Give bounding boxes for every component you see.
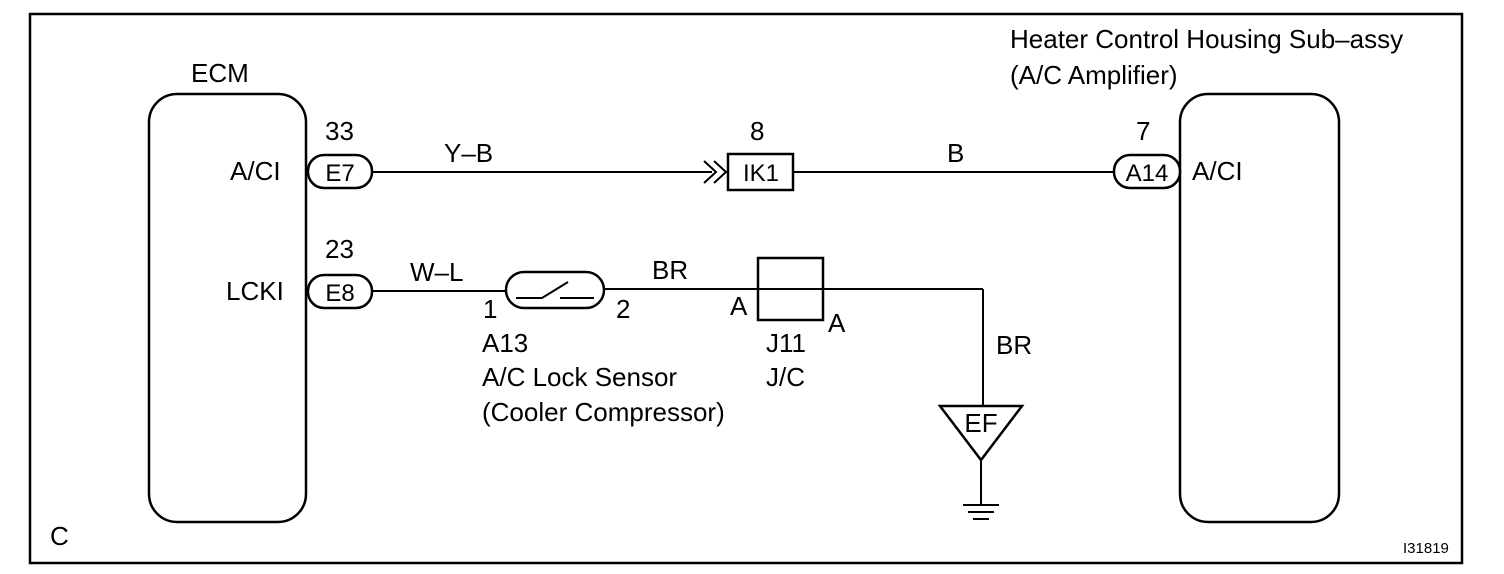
lock-sensor-sub-name: (Cooler Compressor) <box>482 397 725 427</box>
lock-sensor-code: A13 <box>482 328 528 358</box>
junction-pin-a-right: A <box>828 308 846 338</box>
junction-code: J11 <box>766 328 806 358</box>
wire-b-label: B <box>947 138 964 168</box>
connector-ik1-label: IK1 <box>743 160 779 187</box>
wire-y-b-label: Y–B <box>444 138 493 168</box>
amplifier-box <box>1178 92 1341 524</box>
amplifier-title-line1: Heater Control Housing Sub–assy <box>1010 24 1403 54</box>
diagram-frame <box>28 12 1464 565</box>
wire-br-ground-label: BR <box>996 330 1032 360</box>
ecm-title: ECM <box>191 58 249 88</box>
amplifier-pin-number: 7 <box>1136 116 1150 146</box>
junction-j11 <box>756 256 825 322</box>
connector-e8-label: E8 <box>325 280 354 307</box>
ik1-arrow-inner <box>713 160 728 184</box>
wire-w-l-label: W–L <box>410 257 463 287</box>
amplifier-pin-a-ci-label: A/CI <box>1192 156 1243 186</box>
lock-sensor-pin-2: 2 <box>616 294 630 324</box>
lock-sensor-name: A/C Lock Sensor <box>482 362 677 392</box>
connector-a14-label: A14 <box>1126 160 1169 187</box>
junction-type: J/C <box>766 362 805 392</box>
ik1-arrow-outer <box>703 160 718 184</box>
lock-sensor-pin-1: 1 <box>483 294 497 324</box>
lock-sensor-switch-blade <box>541 281 569 299</box>
connector-a14 <box>1112 153 1182 190</box>
ecm-pin-23-number: 23 <box>325 234 354 264</box>
junction-pin-a-left: A <box>730 291 748 321</box>
ecm-pin-a-ci-label: A/CI <box>230 156 281 186</box>
amplifier-title-line2: (A/C Amplifier) <box>1010 60 1178 90</box>
connector-e7-label: E7 <box>325 160 354 187</box>
wire-br-label: BR <box>652 255 688 285</box>
ecm-pin-lcki-label: LCKI <box>226 276 284 306</box>
ground-ef-triangle <box>937 404 1025 463</box>
ecm-pin-33-number: 33 <box>325 116 354 146</box>
ik1-pin-number: 8 <box>750 116 764 146</box>
ecm-box <box>147 92 308 524</box>
corner-label: C <box>50 521 69 551</box>
figure-id: I31819 <box>1403 540 1449 557</box>
ground-ef-label: EF <box>964 408 997 438</box>
